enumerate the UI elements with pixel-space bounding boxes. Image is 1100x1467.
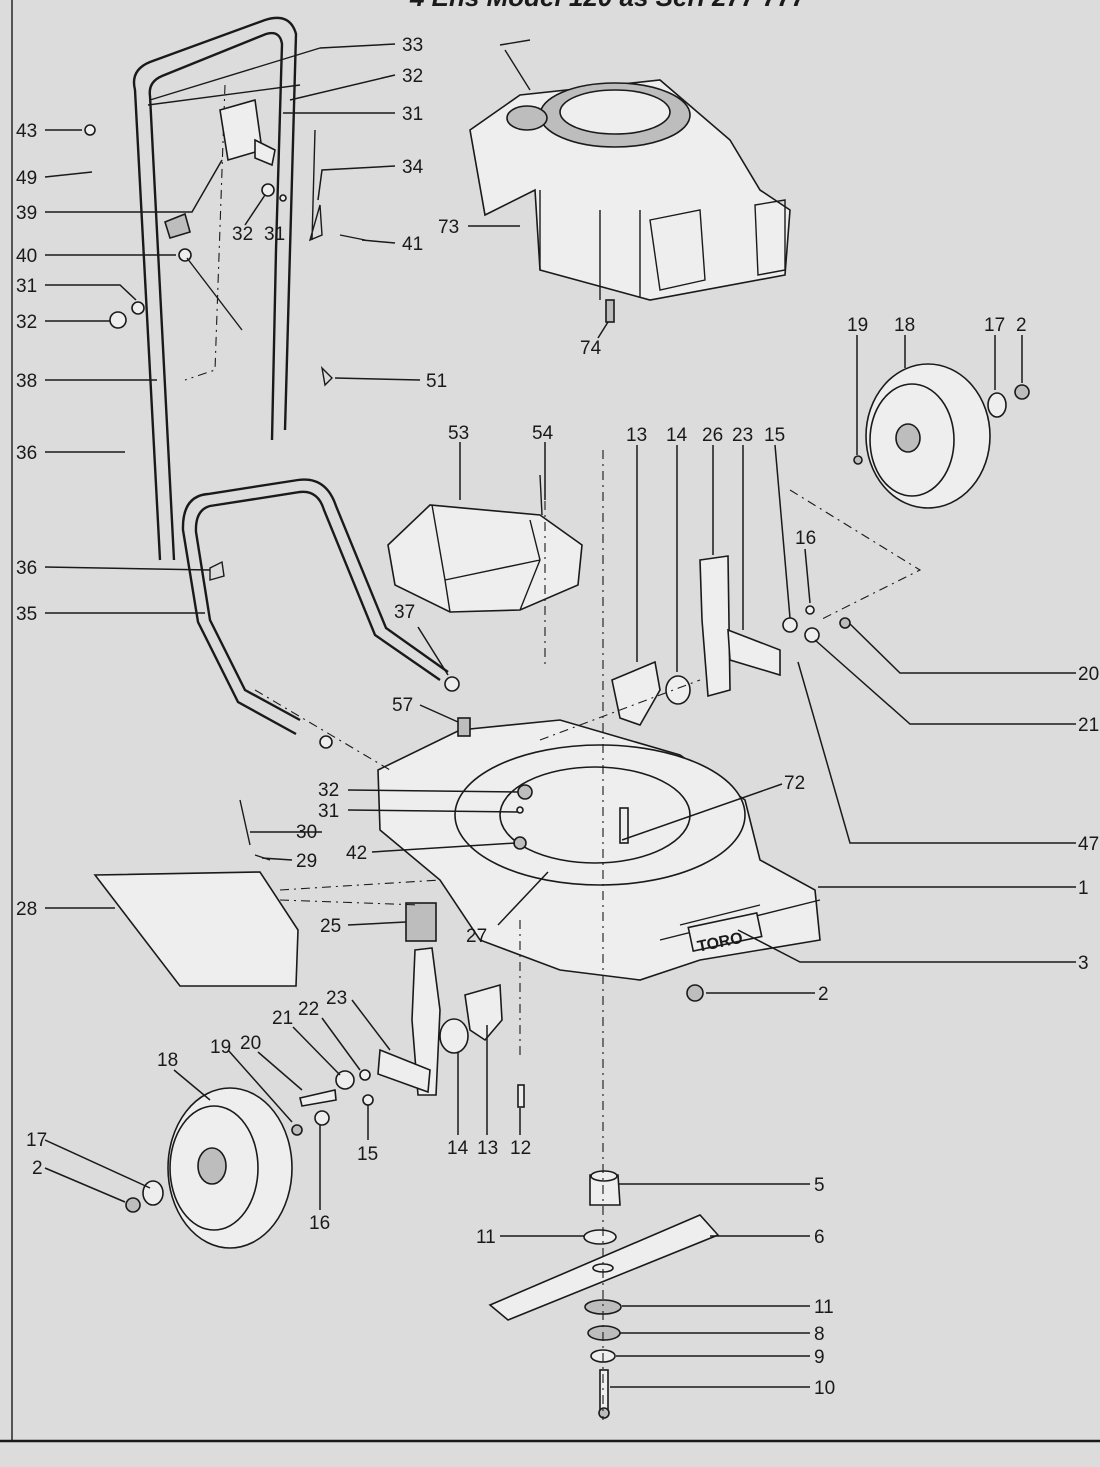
callout-label: 33 — [402, 35, 423, 56]
callout-label: 18 — [157, 1050, 178, 1071]
callout-label: 2 — [32, 1158, 43, 1179]
callout-label: 57 — [392, 695, 413, 716]
callout-label: 2 — [818, 984, 829, 1005]
callout-label: 26 — [702, 425, 723, 446]
blade-assembly — [488, 1170, 720, 1419]
callout-label: 32 — [318, 780, 339, 801]
callout-label: 74 — [580, 338, 602, 359]
callout-label: 41 — [402, 234, 423, 255]
callout-label: 31 — [402, 104, 423, 125]
callout-label: 23 — [326, 988, 347, 1009]
callout-label: 36 — [16, 558, 37, 579]
callout-label: 30 — [296, 822, 317, 843]
callout-label: 17 — [26, 1130, 47, 1151]
rear-wheel-right — [853, 363, 1030, 509]
header-title: 4 Ens Model 120 as Seri 277 777 — [409, 0, 808, 12]
callout-label: 3 — [1078, 953, 1089, 974]
callout-label: 23 — [732, 425, 753, 446]
front-wheel-left — [125, 1087, 293, 1249]
leader-lines — [44, 43, 1076, 1388]
callout-label: 39 — [16, 203, 37, 224]
callout-label: 21 — [1078, 715, 1099, 736]
callout-label: 36 — [16, 443, 37, 464]
callout-label: 40 — [16, 246, 37, 267]
callout-label: 19 — [210, 1037, 231, 1058]
callout-label: 72 — [784, 773, 805, 794]
callout-label: 51 — [426, 371, 447, 392]
height-adjuster-right — [611, 555, 851, 726]
callout-label: 6 — [814, 1227, 825, 1248]
callout-label: 11 — [476, 1227, 496, 1248]
callout-label: 16 — [795, 528, 816, 549]
callout-label: 13 — [626, 425, 647, 446]
callout-label: 73 — [438, 217, 459, 238]
callout-label: 1 — [1078, 878, 1089, 899]
callout-label: 17 — [984, 315, 1005, 336]
callout-label: 32 — [16, 312, 37, 333]
callout-label: 29 — [296, 851, 317, 872]
handle-knob-and-rod — [84, 124, 243, 331]
mower-deck: TORO — [377, 717, 821, 1002]
callout-label: 32 — [232, 224, 253, 245]
callout-label: 20 — [1078, 664, 1099, 685]
callout-label: 37 — [394, 602, 415, 623]
grass-deflector — [387, 474, 583, 613]
callout-labels: 33 32 31 34 43 49 39 32 31 41 40 31 32 3… — [16, 35, 1099, 1399]
callout-label: 28 — [16, 899, 37, 920]
callout-label: 49 — [16, 168, 37, 189]
callout-label: 21 — [272, 1008, 293, 1029]
callout-label: 8 — [814, 1324, 825, 1345]
control-cable — [308, 129, 366, 242]
callout-label: 47 — [1078, 834, 1099, 855]
control-bracket — [219, 98, 287, 202]
callout-label: 2 — [1016, 315, 1027, 336]
callout-label: 11 — [814, 1297, 834, 1318]
callout-label: 22 — [298, 999, 319, 1020]
callout-label: 31 — [16, 276, 37, 297]
callout-label: 12 — [510, 1138, 531, 1159]
callout-label: 53 — [448, 423, 469, 444]
callout-label: 14 — [666, 425, 688, 446]
callout-label: 15 — [357, 1144, 378, 1165]
callout-label: 16 — [309, 1213, 330, 1234]
callout-label: 9 — [814, 1347, 825, 1368]
callout-label: 31 — [318, 801, 339, 822]
callout-label: 54 — [532, 423, 554, 444]
callout-label: 38 — [16, 371, 37, 392]
callout-label: 25 — [320, 916, 341, 937]
callout-label: 27 — [466, 926, 487, 947]
callout-label: 14 — [447, 1138, 469, 1159]
assembly-lines — [254, 450, 922, 1420]
callout-label: 42 — [346, 843, 367, 864]
upper-handle — [132, 16, 321, 561]
callout-label: 20 — [240, 1033, 261, 1054]
rear-flap — [93, 799, 437, 987]
height-adjuster-left — [291, 947, 525, 1136]
callout-label: 19 — [847, 315, 868, 336]
engine — [469, 39, 791, 323]
callout-label: 13 — [477, 1138, 498, 1159]
callout-label: 34 — [402, 157, 424, 178]
callout-label: 43 — [16, 121, 37, 142]
callout-label: 10 — [814, 1378, 835, 1399]
callout-label: 35 — [16, 604, 37, 625]
callout-label: 5 — [814, 1175, 825, 1196]
callout-label: 18 — [894, 315, 915, 336]
callout-label: 31 — [264, 224, 285, 245]
lower-handle — [181, 365, 460, 749]
callout-label: 32 — [402, 66, 423, 87]
callout-label: 15 — [764, 425, 785, 446]
